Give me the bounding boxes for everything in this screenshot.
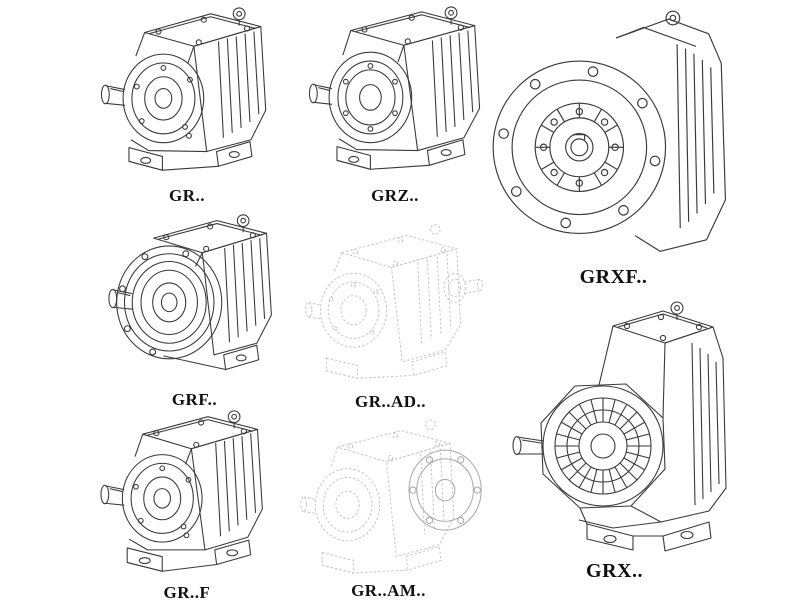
- gearbox-drawing-grx-icon: [511, 301, 727, 552]
- gearbox-drawing-gram-icon: [299, 419, 482, 574]
- figure-grfoot: GR..F: [88, 406, 286, 600]
- gearbox-drawing-gr-icon: [100, 7, 266, 171]
- gearbox-drawing-grfoot-icon: [100, 410, 263, 572]
- figure-grxf: GRXF..: [490, 2, 737, 289]
- figure-grad: GR..AD..: [288, 210, 493, 412]
- gearbox-drawing-grad-icon: [304, 224, 483, 379]
- figure-label-grx: GRX..: [586, 560, 643, 582]
- figure-label-grfoot: GR..F: [163, 583, 211, 600]
- figure-label-grxf: GRXF..: [579, 266, 648, 288]
- figure-gr: GR..: [88, 2, 286, 206]
- figure-grf: GRF..: [92, 208, 297, 410]
- figure-label-grf: GRF..: [171, 390, 218, 409]
- figure-label-gr: GR..: [169, 186, 205, 205]
- gearbox-drawing-grf-icon: [107, 214, 272, 371]
- figure-label-gram: GR..AM..: [351, 581, 426, 600]
- figure-label-grad: GR..AD..: [354, 392, 427, 411]
- gearbox-drawing-grz-icon: [308, 6, 481, 170]
- figure-grz: GRZ..: [295, 2, 495, 206]
- figure-gram: GR..AM..: [286, 408, 491, 600]
- gearbox-drawing-grxf-icon: [492, 10, 727, 252]
- figure-grx: GRX..: [492, 296, 737, 583]
- figure-label-grz: GRZ..: [371, 186, 419, 205]
